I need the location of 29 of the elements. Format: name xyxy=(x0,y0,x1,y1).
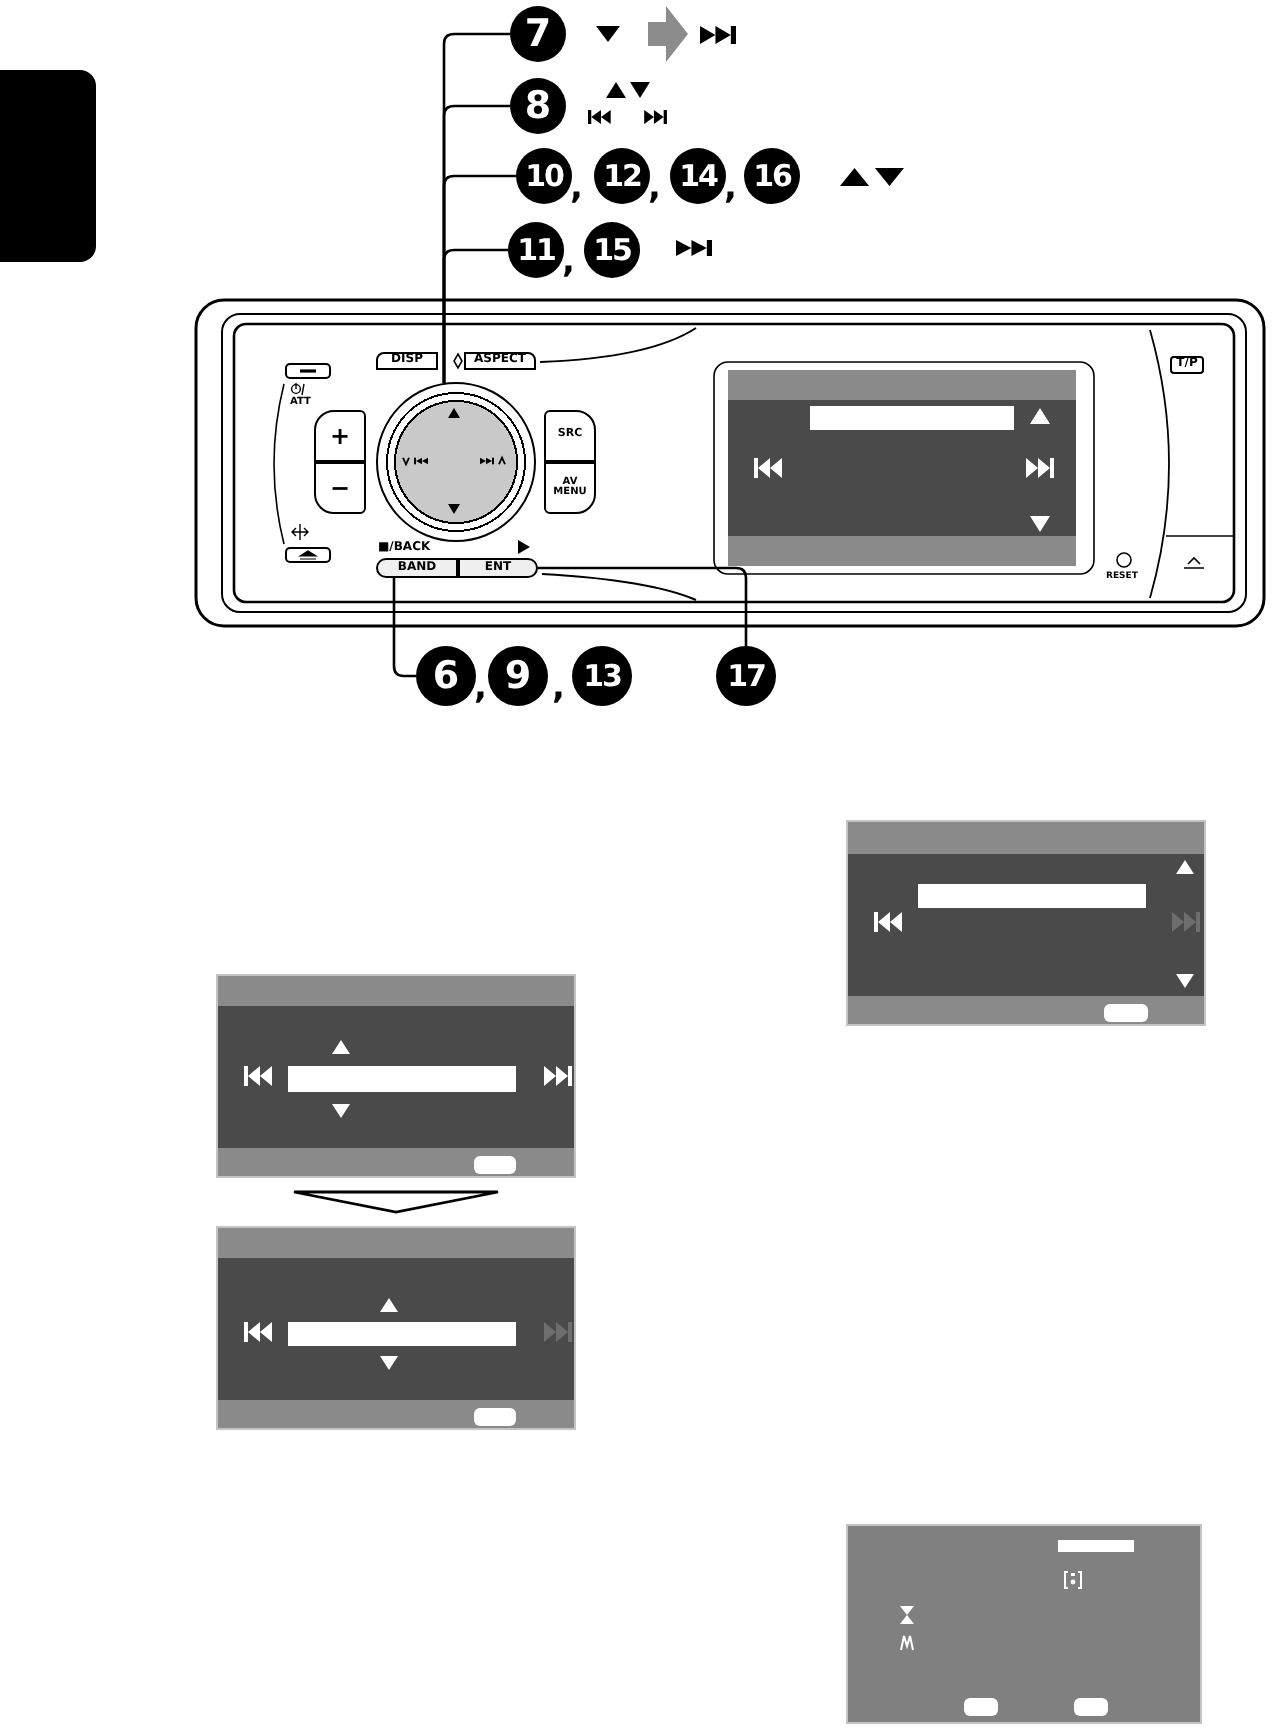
callout-number: 14 xyxy=(670,148,726,204)
callout-number: 17 xyxy=(716,646,776,706)
leader-line xyxy=(538,566,748,646)
leader-line xyxy=(392,578,416,678)
callout-number: 8 xyxy=(510,78,566,134)
callout-number: 7 xyxy=(510,6,566,62)
display-screen xyxy=(846,820,1206,1026)
callout-number: 6 xyxy=(416,646,476,706)
leader-line xyxy=(442,248,508,383)
comma: , xyxy=(552,672,565,706)
callout-number: 16 xyxy=(744,148,800,204)
comma: , xyxy=(648,172,661,206)
display-screen xyxy=(216,974,576,1178)
display-screen xyxy=(216,1226,576,1430)
comma: , xyxy=(562,246,575,280)
callout-number: 9 xyxy=(488,646,548,706)
volume-up-button: + xyxy=(314,410,366,462)
callout-number: 10 xyxy=(516,148,572,204)
callout-number: 13 xyxy=(572,646,632,706)
callout-number: 12 xyxy=(594,148,650,204)
display-screen xyxy=(846,1524,1202,1724)
volume-down-button: − xyxy=(314,462,366,514)
chevron-arrow xyxy=(292,1190,500,1214)
comma: , xyxy=(724,172,737,206)
callout-number: 15 xyxy=(584,222,640,278)
comma: , xyxy=(474,672,487,706)
comma: , xyxy=(570,172,583,206)
callout-number: 11 xyxy=(508,222,564,278)
section-tab xyxy=(0,70,96,262)
